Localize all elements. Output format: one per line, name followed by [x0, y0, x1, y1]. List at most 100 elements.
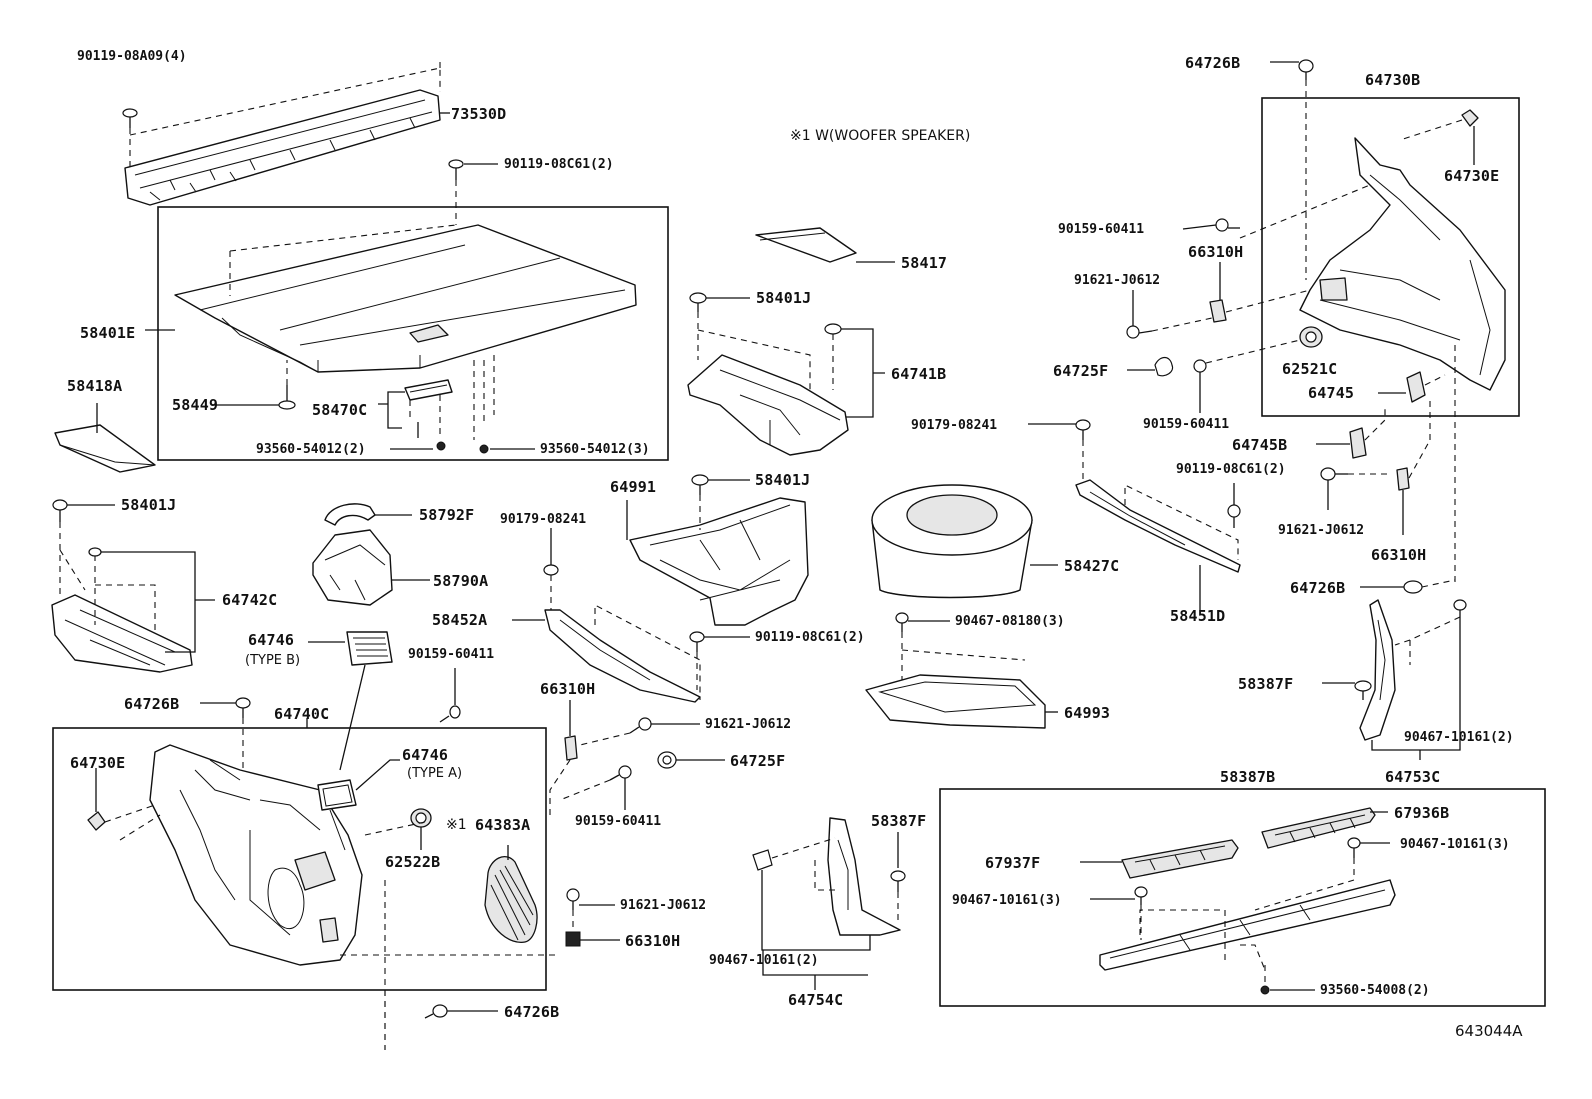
part-64754c-pillar: [827, 817, 901, 936]
part-64383a-speaker-grille: [484, 856, 538, 943]
clip-icon: [890, 870, 906, 892]
label-64746-b: 64746: [248, 631, 294, 649]
label-93560-54008: 93560-54008(2): [1320, 983, 1430, 998]
label-64753c: 64753C: [1385, 768, 1440, 786]
label-90159-60411-c: 90159-60411: [1058, 222, 1144, 237]
bolt-icon: [1075, 419, 1091, 440]
label-67937f: 67937F: [985, 854, 1040, 872]
clip-icon: [1209, 299, 1227, 323]
bolt-icon: [566, 888, 580, 910]
part-62521c-grommet: [1299, 326, 1323, 348]
label-64726b-left: 64726B: [124, 695, 179, 713]
label-type-b: (TYPE B): [245, 653, 300, 668]
label-90467-10161-b: 90467-10161(2): [1404, 730, 1514, 745]
part-58417-cover: [755, 227, 857, 263]
clip-icon: [1453, 599, 1467, 617]
label-90119-08c61-b: 90119-08C61(2): [755, 630, 865, 645]
label-93560-54012-2: 93560-54012(2): [256, 442, 366, 457]
part-64745b-clip: [1349, 427, 1367, 459]
label-91621-j0612-d: 91621-J0612: [1278, 523, 1364, 538]
part-58401e-tonneau-cover: [174, 224, 637, 373]
clip-icon: [657, 751, 677, 769]
clip-icon: [689, 292, 707, 312]
clip-icon: [1403, 580, 1423, 594]
label-64726b-right: 64726B: [1290, 579, 1345, 597]
label-58790a: 58790A: [433, 572, 488, 590]
clip-icon: [565, 931, 581, 947]
label-90119-08c61: 90119-08C61(2): [504, 157, 614, 172]
bolt-icon: [1193, 359, 1207, 380]
label-90467-10161-a: 90467-10161(2): [709, 953, 819, 968]
screw-icon: [278, 385, 296, 410]
label-90179-08241-a: 90179-08241: [500, 512, 586, 527]
clip-icon: [52, 499, 68, 522]
bolt-icon: [1227, 504, 1241, 528]
label-90467-08180: 90467-08180(3): [955, 614, 1065, 629]
label-90159-60411-b: 90159-60411: [575, 814, 661, 829]
woofer-note: ※1 W(WOOFER SPEAKER): [790, 128, 970, 144]
label-64730e-right: 64730E: [1444, 167, 1499, 185]
label-64993: 64993: [1064, 704, 1110, 722]
part-64753c-pillar: [1359, 599, 1396, 741]
part-64742c-bracket: [51, 594, 193, 673]
label-66310h-d: 66310H: [1371, 546, 1426, 564]
part-58418a-panel: [54, 424, 156, 473]
clip-icon: [752, 849, 773, 871]
label-58401e: 58401E: [80, 324, 135, 342]
bolt-icon: [1320, 467, 1348, 481]
label-90119-08c61-c: 90119-08C61(2): [1176, 462, 1286, 477]
part-58427c-tray: [871, 484, 1033, 599]
label-91621-j0612-a: 91621-J0612: [705, 717, 791, 732]
label-64754c: 64754C: [788, 991, 843, 1009]
screw-icon: [439, 705, 461, 723]
figure-id: 643044A: [1455, 1022, 1523, 1040]
clip-icon: [1134, 886, 1148, 905]
label-90159-60411-d: 90159-60411: [1143, 417, 1229, 432]
label-58401j-mid: 58401J: [755, 471, 810, 489]
label-64725f-b: 64725F: [1053, 362, 1108, 380]
clip-icon: [1396, 467, 1410, 491]
label-73530d: 73530D: [451, 105, 506, 123]
part-64991-floor-box: [629, 497, 809, 626]
label-58449: 58449: [172, 396, 218, 414]
label-90467-10161-c: 90467-10161(3): [1400, 837, 1510, 852]
bolt-icon: [629, 717, 652, 734]
label-62522b: 62522B: [385, 853, 440, 871]
label-58427c: 58427C: [1064, 557, 1119, 575]
label-58417: 58417: [901, 254, 947, 272]
label-67936b: 67936B: [1394, 804, 1449, 822]
label-93560-54012-3: 93560-54012(3): [540, 442, 650, 457]
bolt-icon: [689, 631, 705, 652]
clip-icon: [424, 1004, 448, 1019]
clip-icon: [87, 811, 106, 831]
label-91621-j0612-b: 91621-J0612: [620, 898, 706, 913]
label-64726b-top: 64726B: [1185, 54, 1240, 72]
clip-icon: [88, 547, 102, 557]
label-64740c: 64740C: [274, 705, 329, 723]
part-64741b-bracket: [687, 354, 849, 456]
group-box-left-trim: [52, 727, 547, 991]
part-58790a-box: [312, 529, 393, 606]
label-64742c: 64742C: [222, 591, 277, 609]
part-67936b-sill-plate: [1261, 807, 1376, 849]
label-66310h-b: 66310H: [625, 932, 680, 950]
clip-icon: [1354, 680, 1372, 700]
label-58451d: 58451D: [1170, 607, 1225, 625]
group-box-sill-plates: [939, 788, 1546, 1007]
label-64726b-bottom: 64726B: [504, 1003, 559, 1021]
label-58792f: 58792F: [419, 506, 474, 524]
screw-icon: [122, 108, 138, 128]
label-64383a: 64383A: [475, 816, 530, 834]
part-58470c-bracket: [404, 379, 453, 401]
group-box-right-trim: [1261, 97, 1520, 417]
label-58452a: 58452A: [432, 611, 487, 629]
part-64746-type-b: [346, 631, 393, 666]
label-64730e-left: 64730E: [70, 754, 125, 772]
label-58387b: 58387B: [1220, 768, 1275, 786]
label-62521c: 62521C: [1282, 360, 1337, 378]
bolt-icon: [448, 159, 464, 180]
part-58452a-bracket: [544, 609, 701, 703]
label-58387f-right: 58387F: [1238, 675, 1293, 693]
label-90467-10161-d: 90467-10161(3): [952, 893, 1062, 908]
label-64746-a: 64746: [402, 746, 448, 764]
